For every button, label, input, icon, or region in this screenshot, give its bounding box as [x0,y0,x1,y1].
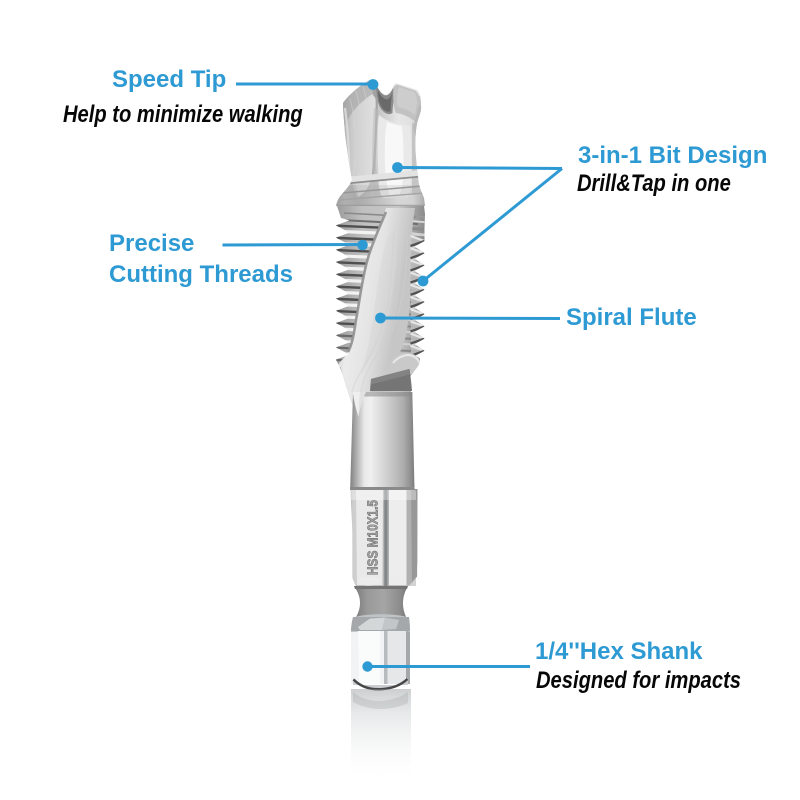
svg-text:HSS M10X1.5: HSS M10X1.5 [365,500,382,575]
